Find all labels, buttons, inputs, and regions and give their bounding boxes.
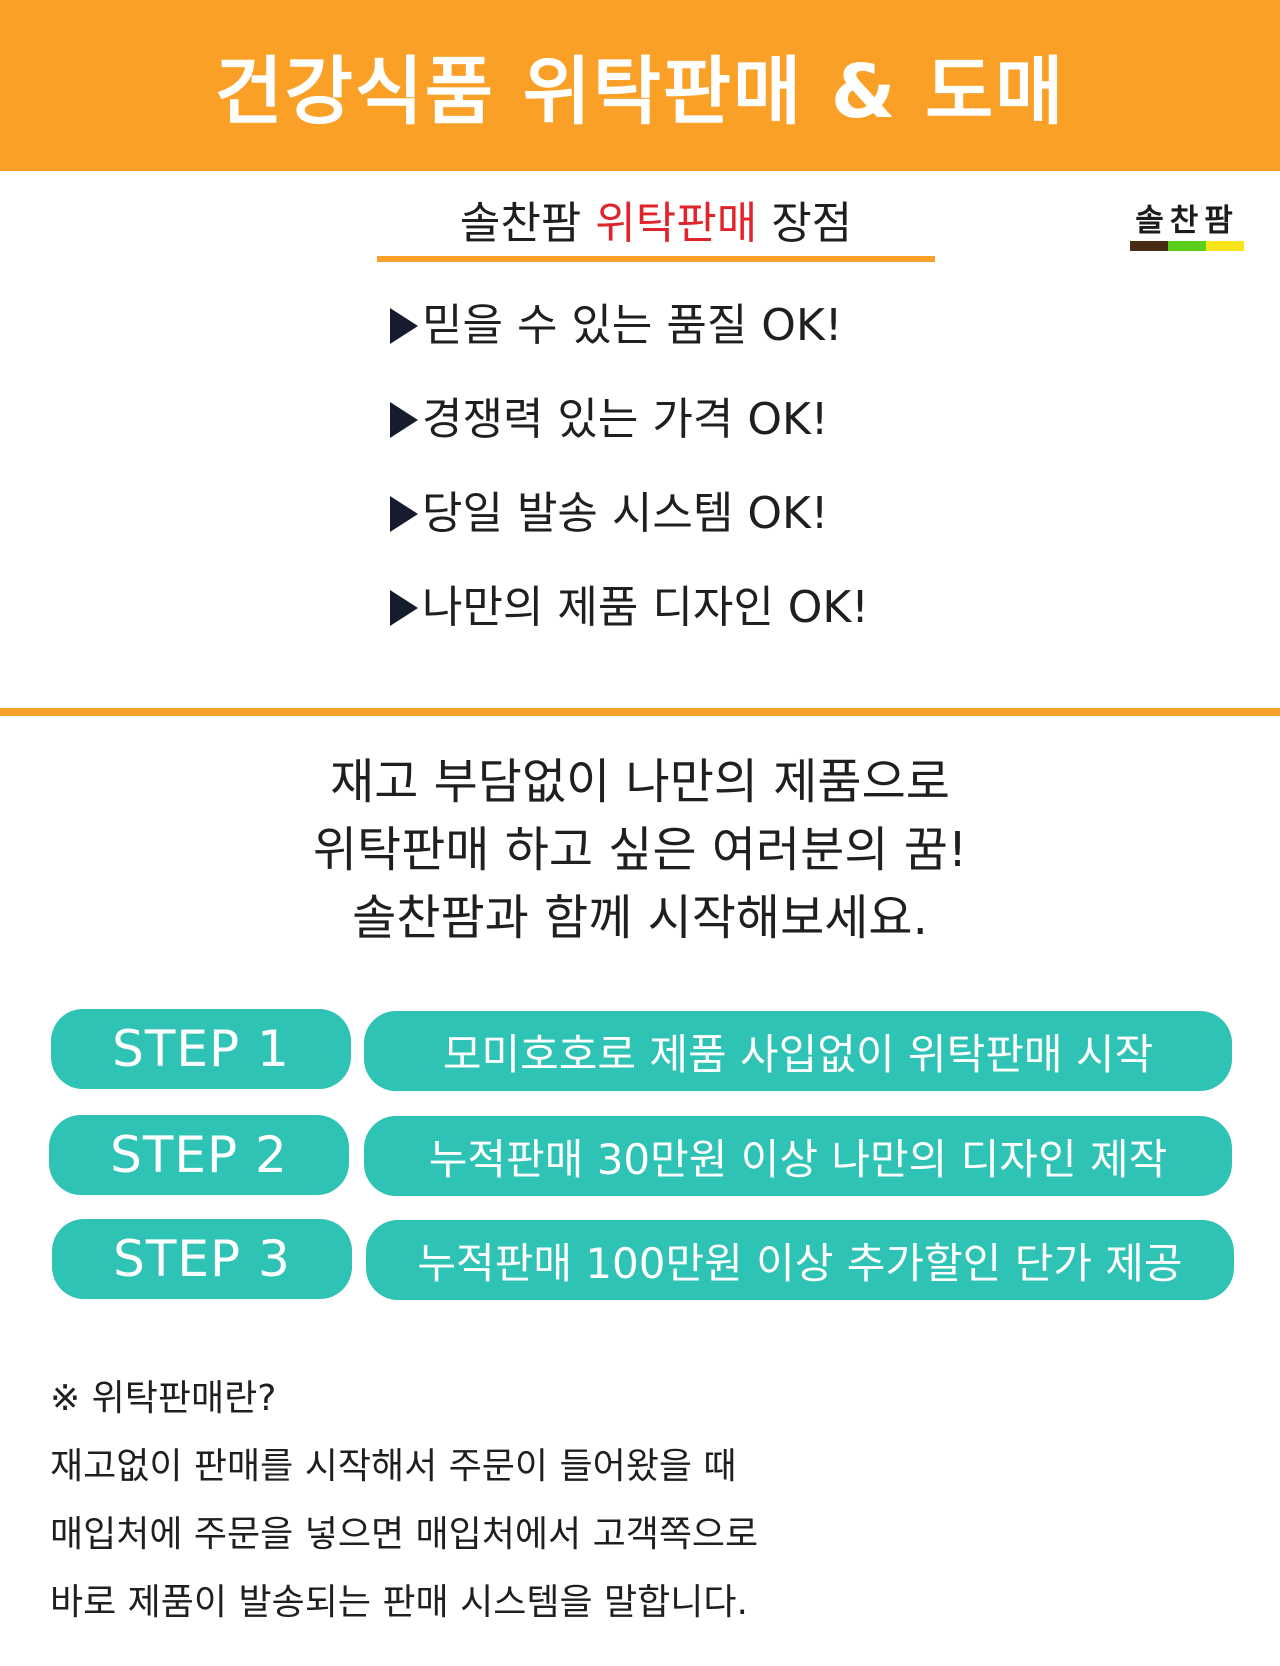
advantage-item: 믿을 수 있는 품질 OK! — [390, 296, 1090, 390]
advantage-item-text: 경쟁력 있는 가격 OK! — [422, 394, 829, 445]
step-2-label: STEP 2 — [49, 1115, 349, 1195]
step-2-description: 누적판매 30만원 이상 나만의 디자인 제작 — [364, 1116, 1232, 1196]
pitch-line: 재고 부담없이 나만의 제품으로 — [330, 754, 950, 810]
advantage-item-text: 당일 발송 시스템 OK! — [422, 488, 829, 539]
advantage-item: 나만의 제품 디자인 OK! — [390, 578, 1090, 672]
advantage-item-text: 믿을 수 있는 품질 OK! — [422, 300, 843, 351]
note-line: 재고없이 판매를 시작해서 주문이 들어왔을 때 — [50, 1446, 737, 1487]
step-1-label: STEP 1 — [51, 1009, 351, 1089]
triangle-bullet-icon — [390, 496, 418, 532]
advantages-heading: 솔찬팜 위탁판매 장점 — [378, 196, 934, 252]
triangle-bullet-icon — [390, 402, 418, 438]
logo-bar-yellow — [1206, 241, 1244, 251]
advantage-item: 경쟁력 있는 가격 OK! — [390, 390, 1090, 484]
advantages-heading-prefix: 솔찬팜 — [459, 198, 596, 249]
logo-bar-brown — [1130, 241, 1168, 251]
pitch-line: 솔찬팜과 함께 시작해보세요. — [352, 890, 928, 946]
triangle-bullet-icon — [390, 590, 418, 626]
brand-logo: 솔찬팜 — [1130, 203, 1244, 251]
pitch-line: 위탁판매 하고 싶은 여러분의 꿈! — [312, 822, 968, 878]
brand-logo-text: 솔찬팜 — [1135, 203, 1239, 239]
note-line: 바로 제품이 발송되는 판매 시스템을 말합니다. — [50, 1582, 748, 1623]
advantages-heading-underline — [377, 256, 935, 262]
step-1-description: 모미호호로 제품 사입없이 위탁판매 시작 — [364, 1011, 1232, 1091]
step-3-label: STEP 3 — [52, 1219, 352, 1299]
advantage-item-text: 나만의 제품 디자인 OK! — [422, 582, 869, 633]
advantages-list: 믿을 수 있는 품질 OK! 경쟁력 있는 가격 OK! 당일 발송 시스템 O… — [390, 296, 1090, 672]
step-3-description: 누적판매 100만원 이상 추가할인 단가 제공 — [366, 1220, 1234, 1300]
brand-logo-color-bars — [1130, 241, 1244, 251]
note-title: ※ 위탁판매란? — [50, 1378, 277, 1419]
note-line: 매입처에 주문을 넣으면 매입처에서 고객쪽으로 — [50, 1514, 759, 1555]
consignment-note: ※ 위탁판매란? 재고없이 판매를 시작해서 주문이 들어왔을 때 매입처에 주… — [50, 1365, 1230, 1637]
triangle-bullet-icon — [390, 308, 418, 344]
logo-bar-green — [1168, 241, 1206, 251]
section-divider — [0, 708, 1280, 716]
header-banner: 건강식품 위탁판매 & 도매 — [0, 0, 1280, 171]
page-title: 건강식품 위탁판매 & 도매 — [214, 49, 1066, 135]
advantages-heading-suffix: 장점 — [757, 198, 853, 249]
advantages-heading-highlight: 위탁판매 — [595, 198, 758, 249]
pitch-text: 재고 부담없이 나만의 제품으로 위탁판매 하고 싶은 여러분의 꿈! 솔찬팜과… — [0, 748, 1280, 952]
advantage-item: 당일 발송 시스템 OK! — [390, 484, 1090, 578]
